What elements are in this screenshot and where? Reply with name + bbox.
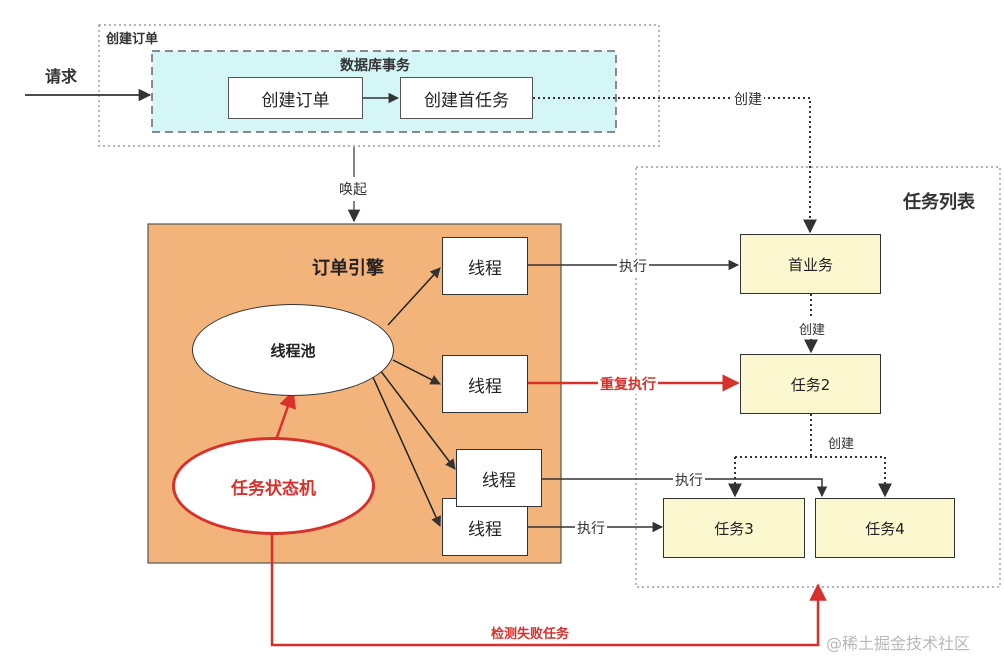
task-state-machine-ellipse: 任务状态机 (172, 437, 375, 535)
create-label-2: 创建 (826, 432, 857, 453)
thread-box-4: 线程 (442, 498, 528, 556)
pool-to-thread2-arrow (392, 359, 441, 385)
create-order-box: 创建订单 (228, 77, 363, 119)
thread-box-2: 线程 (442, 355, 528, 413)
watermark: @稀土掘金技术社区 (826, 634, 971, 653)
create-first-task-box: 创建首任务 (400, 77, 533, 119)
request-label: 请求 (45, 67, 78, 86)
detect-failed-arrow (270, 535, 827, 647)
task-list-title: 任务列表 (903, 192, 975, 213)
task2-box: 任务2 (740, 354, 881, 414)
create-order-section-title: 创建订单 (106, 32, 159, 47)
re-execute-label: 重复执行 (598, 374, 658, 394)
create-top-label: 创建 (732, 89, 764, 109)
task4-box: 任务4 (815, 498, 955, 558)
db-transaction-title: 数据库事务 (340, 58, 410, 74)
order-engine-title: 订单引擎 (312, 258, 384, 279)
thread-pool-ellipse: 线程池 (192, 304, 394, 396)
execute-label-2: 执行 (673, 470, 705, 490)
thread3-execute-arrow (542, 478, 828, 498)
pool-to-thread1-arrow (387, 267, 441, 326)
create-label-1: 创建 (797, 318, 828, 339)
thread-box-1: 线程 (442, 237, 528, 295)
pool-to-thread3-arrow (379, 369, 456, 470)
first-business-box: 首业务 (740, 234, 881, 294)
create-first-task-dotted-arrow (533, 97, 817, 234)
execute-label-1: 执行 (617, 256, 649, 276)
execute-label-3: 执行 (575, 518, 607, 538)
wake-label: 唤起 (337, 177, 369, 201)
detect-failed-label: 检测失败任务 (491, 627, 570, 642)
task3-box: 任务3 (663, 498, 805, 558)
create-order-frame (98, 24, 660, 147)
thread-box-3: 线程 (456, 449, 542, 507)
state-machine-to-pool-arrow (274, 390, 296, 441)
pool-to-thread4-arrow (371, 374, 441, 527)
